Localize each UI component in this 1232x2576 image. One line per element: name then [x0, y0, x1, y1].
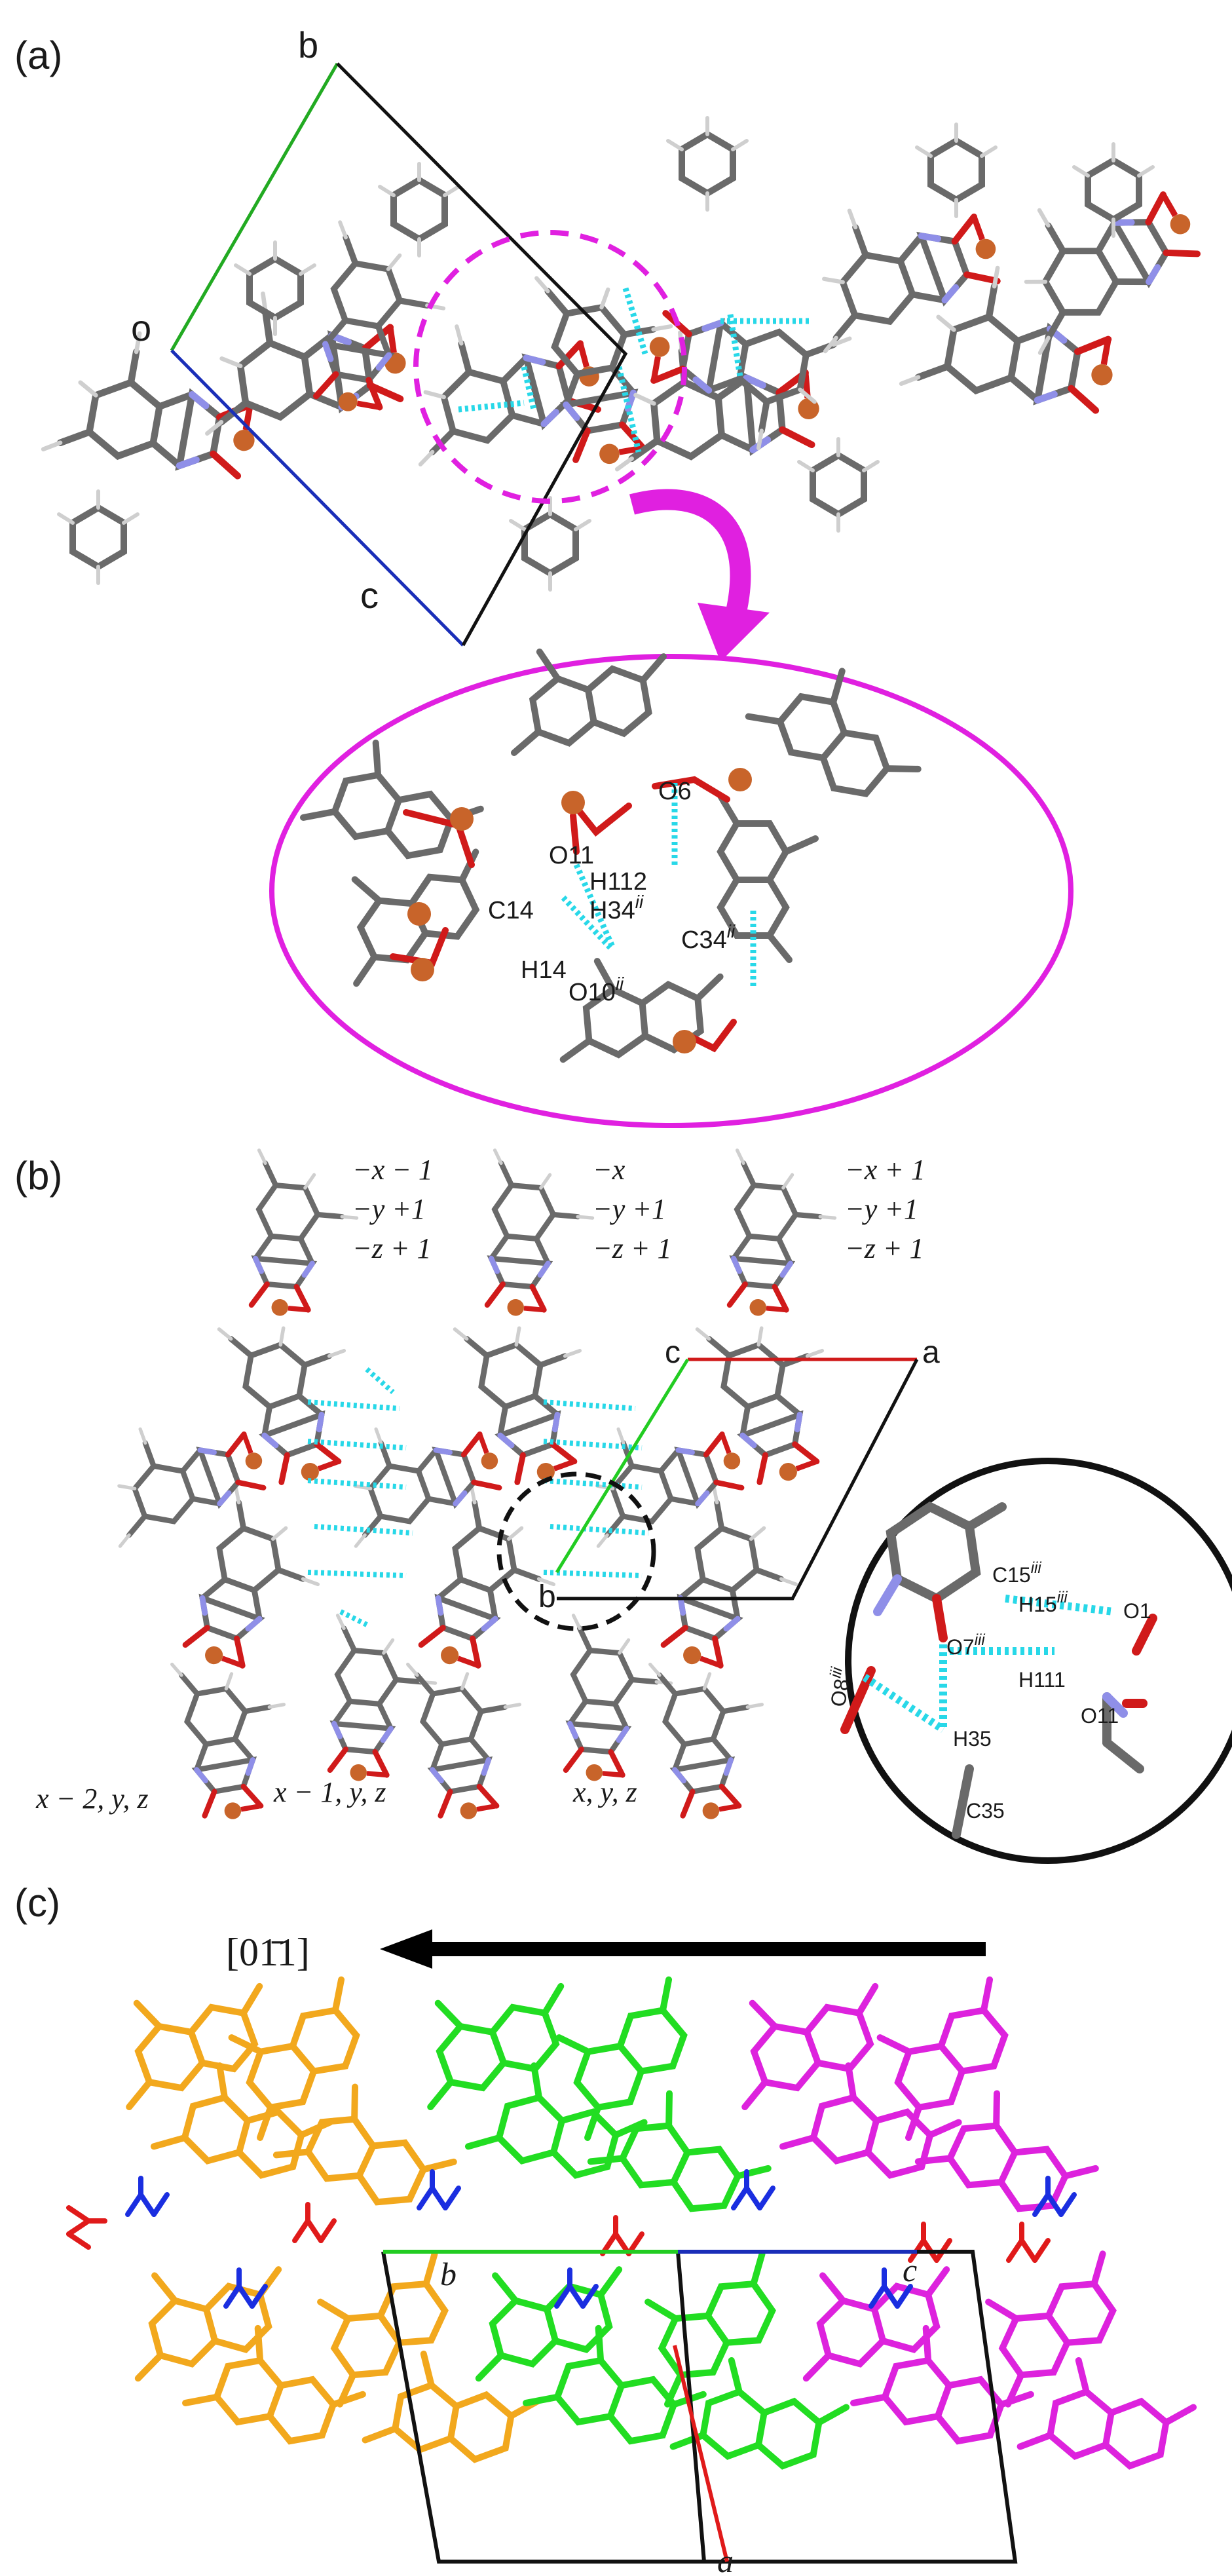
- inset-a-o11: O11: [549, 842, 594, 869]
- panel-c-arrow-head: [380, 1929, 432, 1969]
- panel-b-chains: [85, 1150, 861, 1825]
- panel-b-axis-c: c: [665, 1335, 681, 1370]
- panel-b-highlight-circle: [496, 1471, 656, 1631]
- panel-a-arrow-head: [698, 603, 770, 662]
- panel-a-axis-c: c: [360, 575, 379, 616]
- inset-a-c34: C34ii: [681, 921, 736, 954]
- panel-b-sym-1-line1: −x − 1: [352, 1154, 433, 1186]
- inset-b-o7: O7iii: [946, 1631, 985, 1659]
- inset-b-h111: H111: [1018, 1668, 1066, 1692]
- inset-a-o10: O10ii: [569, 974, 624, 1006]
- panel-b-sym-2-line2: −y +1: [593, 1193, 666, 1225]
- panel-b-sym-3-line1: −x + 1: [845, 1154, 925, 1186]
- inset-b-o8: O8iii: [822, 1665, 856, 1709]
- panel-a-highlight-circle: [413, 230, 687, 504]
- panel-b-sym-3-line2: −y +1: [845, 1193, 918, 1225]
- panel-b-sym-bottom-3: x, y, z: [572, 1776, 637, 1808]
- panel-c-unit-cell: [381, 2250, 1018, 2564]
- panel-b-sym-2-line3: −z + 1: [593, 1232, 672, 1264]
- panel-c-direction: [01̄1]: [226, 1931, 310, 1974]
- panel-b-sym-2-line1: −x: [593, 1154, 625, 1186]
- panel-c-axis-c: c: [903, 2252, 917, 2288]
- panel-b-axis-b: b: [538, 1580, 556, 1614]
- inset-b-c15: C15iii: [992, 1559, 1041, 1587]
- panel-c-axis-a: a: [717, 2543, 734, 2576]
- inset-b-o11: O11: [1081, 1704, 1119, 1728]
- panel-b-inset: C15iii H15iii O1 O7iii H111 O8iii O11 H3…: [822, 1458, 1232, 1864]
- panel-c-layer-orange: [97, 1960, 543, 2469]
- panel-b-sym-3-line3: −z + 1: [845, 1232, 924, 1264]
- panel-c-axis-b: b: [440, 2256, 457, 2292]
- panel-b-sym-bottom-2: x − 1, y, z: [273, 1776, 386, 1808]
- panel-c: (c) [01̄1]: [14, 1881, 1198, 2576]
- panel-a-inset: O6 O11 H112 C14 H34ii C34ii H14 O10ii: [269, 631, 1073, 1128]
- panel-a-axis-o: o: [131, 307, 151, 349]
- inset-a-h34: H34ii: [589, 892, 644, 924]
- panel-b-sym-1-line2: −y +1: [352, 1193, 426, 1225]
- inset-a-h112: H112: [589, 868, 647, 896]
- panel-b: (b): [14, 1150, 1232, 1864]
- panel-b-label: (b): [14, 1154, 62, 1198]
- inset-b-h15: H15iii: [1018, 1589, 1068, 1616]
- panel-a-molecular-chain: [43, 118, 1210, 590]
- panel-b-sym-1-line3: −z + 1: [352, 1232, 432, 1264]
- panel-a: (a): [14, 24, 1210, 1128]
- inset-b-h35: H35: [953, 1727, 992, 1751]
- panel-a-axis-b: b: [298, 24, 318, 66]
- inset-b-o1: O1: [1123, 1599, 1151, 1623]
- panel-b-axis-a: a: [922, 1335, 940, 1370]
- inset-a-c14: C14: [488, 897, 534, 924]
- panel-c-layer-green: [398, 1960, 851, 2475]
- panel-a-unit-cell: [170, 62, 628, 647]
- panel-b-sym-bottom-1: x − 2, y, z: [35, 1783, 148, 1815]
- inset-a-h14: H14: [521, 957, 567, 984]
- panel-a-arrow: [629, 489, 751, 626]
- panel-c-layer-magenta: [713, 1960, 1198, 2475]
- panel-c-label: (c): [14, 1881, 60, 1925]
- inset-a-o6: O6: [658, 778, 692, 805]
- inset-b-c35: C35: [966, 1799, 1005, 1823]
- panel-a-label: (a): [14, 33, 62, 77]
